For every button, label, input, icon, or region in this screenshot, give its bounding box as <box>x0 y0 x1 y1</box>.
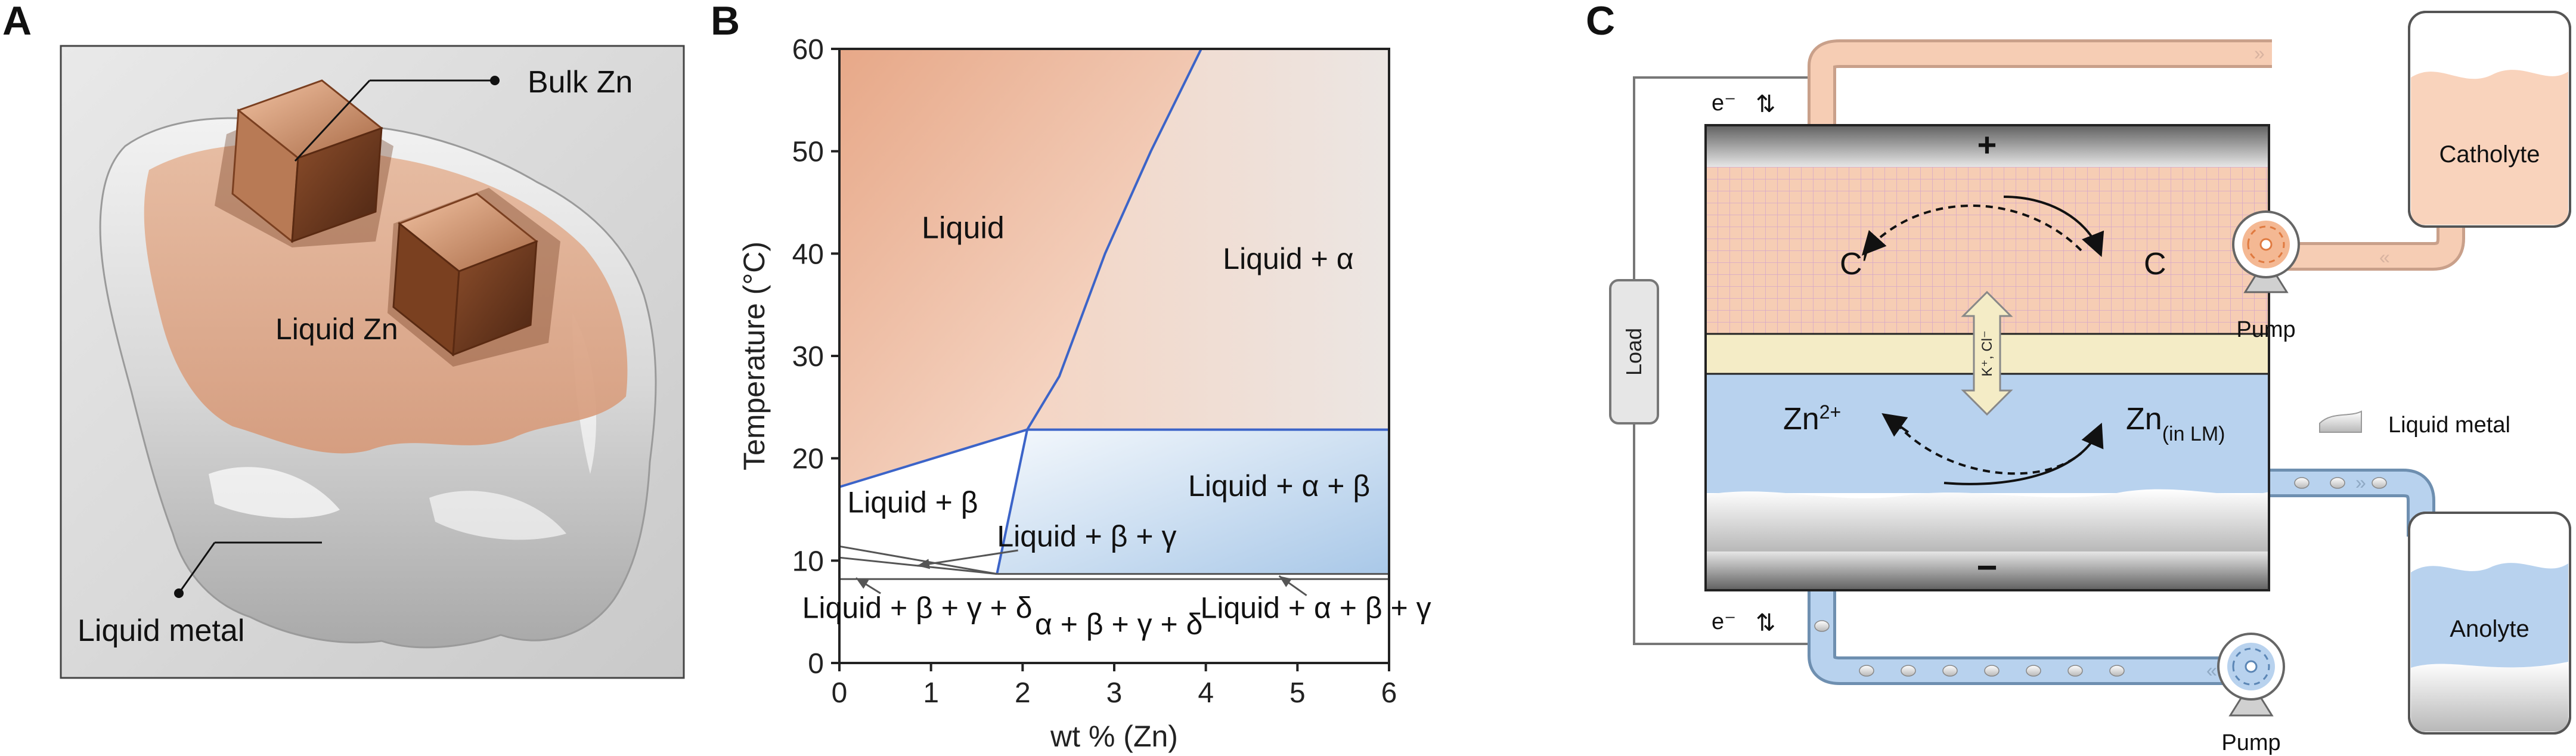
region-label-liquid-beta: Liquid + β <box>847 486 978 519</box>
reduction-arrow-dashed <box>1861 205 2082 256</box>
x-tick-label: 3 <box>1106 677 1123 709</box>
pointer-liquid-beta-gamma <box>917 549 1018 567</box>
bulk-zn-cube-2 <box>388 188 560 367</box>
label-zn-in-lm: Zn(in LM) <box>2126 402 2225 445</box>
region-label-liquid: Liquid <box>922 211 1005 246</box>
region-label-liquid-beta-gamma-delta: Liquid + β + γ + δ <box>802 591 1033 624</box>
region-label-alpha-beta-gamma-delta: α + β + γ + δ <box>1035 608 1202 641</box>
electron-arrows-bottom-icon: ⇅ <box>1756 610 1776 636</box>
label-liquid-metal: Liquid metal <box>78 614 244 648</box>
region-label-liquid-alpha-beta: Liquid + α + β <box>1188 469 1370 503</box>
bulk-zn-leader-dot <box>490 76 500 85</box>
liquid-metal-layer <box>1706 489 2269 551</box>
zn-arrow-head <box>1881 413 1909 437</box>
negative-current-collector <box>1706 551 2269 590</box>
label-electron-top: e⁻ <box>1712 91 1736 116</box>
panel-letter-c: C <box>1586 0 1616 44</box>
pointer-liquid-beta-gamma-head <box>917 559 930 569</box>
label-ions: K⁺, Cl⁻ <box>1979 330 1995 376</box>
flow-arrows-icon: « <box>2379 246 2390 268</box>
label-pump-top: Pump <box>2236 317 2295 342</box>
y-tick-label: 20 <box>792 444 824 475</box>
region-label-liquid-alpha-beta-gamma: Liquid + α + β + γ <box>1201 591 1431 624</box>
pump-bottom-icon <box>2217 633 2285 717</box>
y-tick-label: 30 <box>792 341 824 373</box>
flow-arrows-icon: » <box>2355 472 2366 493</box>
region-label-liquid-beta-gamma: Liquid + β + γ <box>997 519 1176 553</box>
anolyte-pipe-top-fill <box>2266 472 2432 537</box>
boundary-alpha-beta <box>996 429 1028 575</box>
label-liquid-zn: Liquid Zn <box>275 312 398 346</box>
panel-a-illustration: Bulk Zn Liquid Zn Liquid metal <box>60 45 685 679</box>
label-zn2: Zn2+ <box>1783 401 1841 436</box>
y-tick-label: 10 <box>792 546 824 577</box>
label-plus: + <box>1977 126 1997 163</box>
boundary-liquidus-beta <box>839 428 1028 488</box>
boundary-beta-gamma-1 <box>839 545 997 575</box>
label-anolyte: Anolyte <box>2450 616 2529 642</box>
anolyte-pipe-bottom <box>1808 590 2272 685</box>
y-tick-label: 0 <box>808 648 824 680</box>
panel-letter-b: B <box>711 0 740 44</box>
x-tick-label: 6 <box>1381 677 1397 709</box>
liquid-metal-legend-icon <box>2319 410 2362 433</box>
y-tick-label: 50 <box>792 137 824 168</box>
pointer-liquid-beta-gamma-delta-head <box>855 578 869 589</box>
x-axis-label: wt % (Zn) <box>1050 720 1178 753</box>
label-liquid-metal-legend: Liquid metal <box>2388 413 2510 438</box>
metal-highlight <box>209 467 340 518</box>
bulk-zn-cube-1 <box>215 79 393 247</box>
pump-top-icon <box>2232 210 2300 293</box>
label-c: C <box>2144 247 2166 281</box>
anolyte-pipe-bottom-fill <box>1811 590 2272 682</box>
bulk-zn-leader <box>294 79 371 162</box>
label-electron-bottom: e⁻ <box>1712 609 1736 634</box>
y-tick-label: 40 <box>792 238 824 270</box>
label-minus: − <box>1976 547 1997 587</box>
y-tick-label: 60 <box>792 34 824 66</box>
catholyte-pipe-return-fill <box>2266 209 2462 268</box>
electron-arrows-top-icon: ⇅ <box>1756 91 1776 117</box>
zn-arrow-solid <box>1943 422 2104 485</box>
catholyte-pipe-top-fill <box>1811 42 2272 128</box>
positive-current-collector <box>1706 125 2269 167</box>
label-bulk-zn: Bulk Zn <box>528 65 633 100</box>
x-tick-label: 1 <box>923 677 939 709</box>
label-load: Load <box>1622 328 1646 376</box>
liquid-metal-leader-dot <box>174 588 184 598</box>
label-pump-bottom: Pump <box>2221 730 2280 755</box>
region-liquid-alpha <box>1027 49 1389 430</box>
region-label-liquid-alpha: Liquid + α <box>1223 242 1353 275</box>
liquid-metal-leader <box>178 542 216 594</box>
x-tick-label: 4 <box>1198 677 1214 709</box>
boundary-liquidus-alpha <box>1026 48 1202 430</box>
oxidation-arrow-solid <box>2003 196 2104 258</box>
anolyte-tank <box>2408 512 2571 735</box>
x-tick-label: 0 <box>832 677 848 709</box>
y-axis-label: Temperature (°C) <box>737 241 771 470</box>
panel-letter-a: A <box>2 0 32 44</box>
label-c-prime: C′ <box>1840 247 1868 281</box>
label-catholyte: Catholyte <box>2439 141 2540 168</box>
load-box <box>1609 279 1659 425</box>
ion-transport-arrow-icon <box>1961 290 2013 416</box>
cell-frame <box>1704 124 2270 591</box>
region-liquid <box>839 49 1201 487</box>
pointer-liquid-alpha-beta-gamma-head <box>1279 576 1292 587</box>
metal-highlight <box>429 491 566 540</box>
x-tick-label: 5 <box>1289 677 1306 709</box>
catholyte-tank <box>2408 11 2571 228</box>
flow-arrows-icon: » <box>2254 42 2265 64</box>
x-tick-label: 2 <box>1015 677 1031 709</box>
region-liquid-alpha-beta <box>997 429 1389 574</box>
panel-c-schematic: Load e⁻ ⇅ e⁻ ⇅ » « » « + − C′ C Zn2+ <box>1609 11 2571 755</box>
flow-arrows-icon: « <box>2206 659 2217 681</box>
